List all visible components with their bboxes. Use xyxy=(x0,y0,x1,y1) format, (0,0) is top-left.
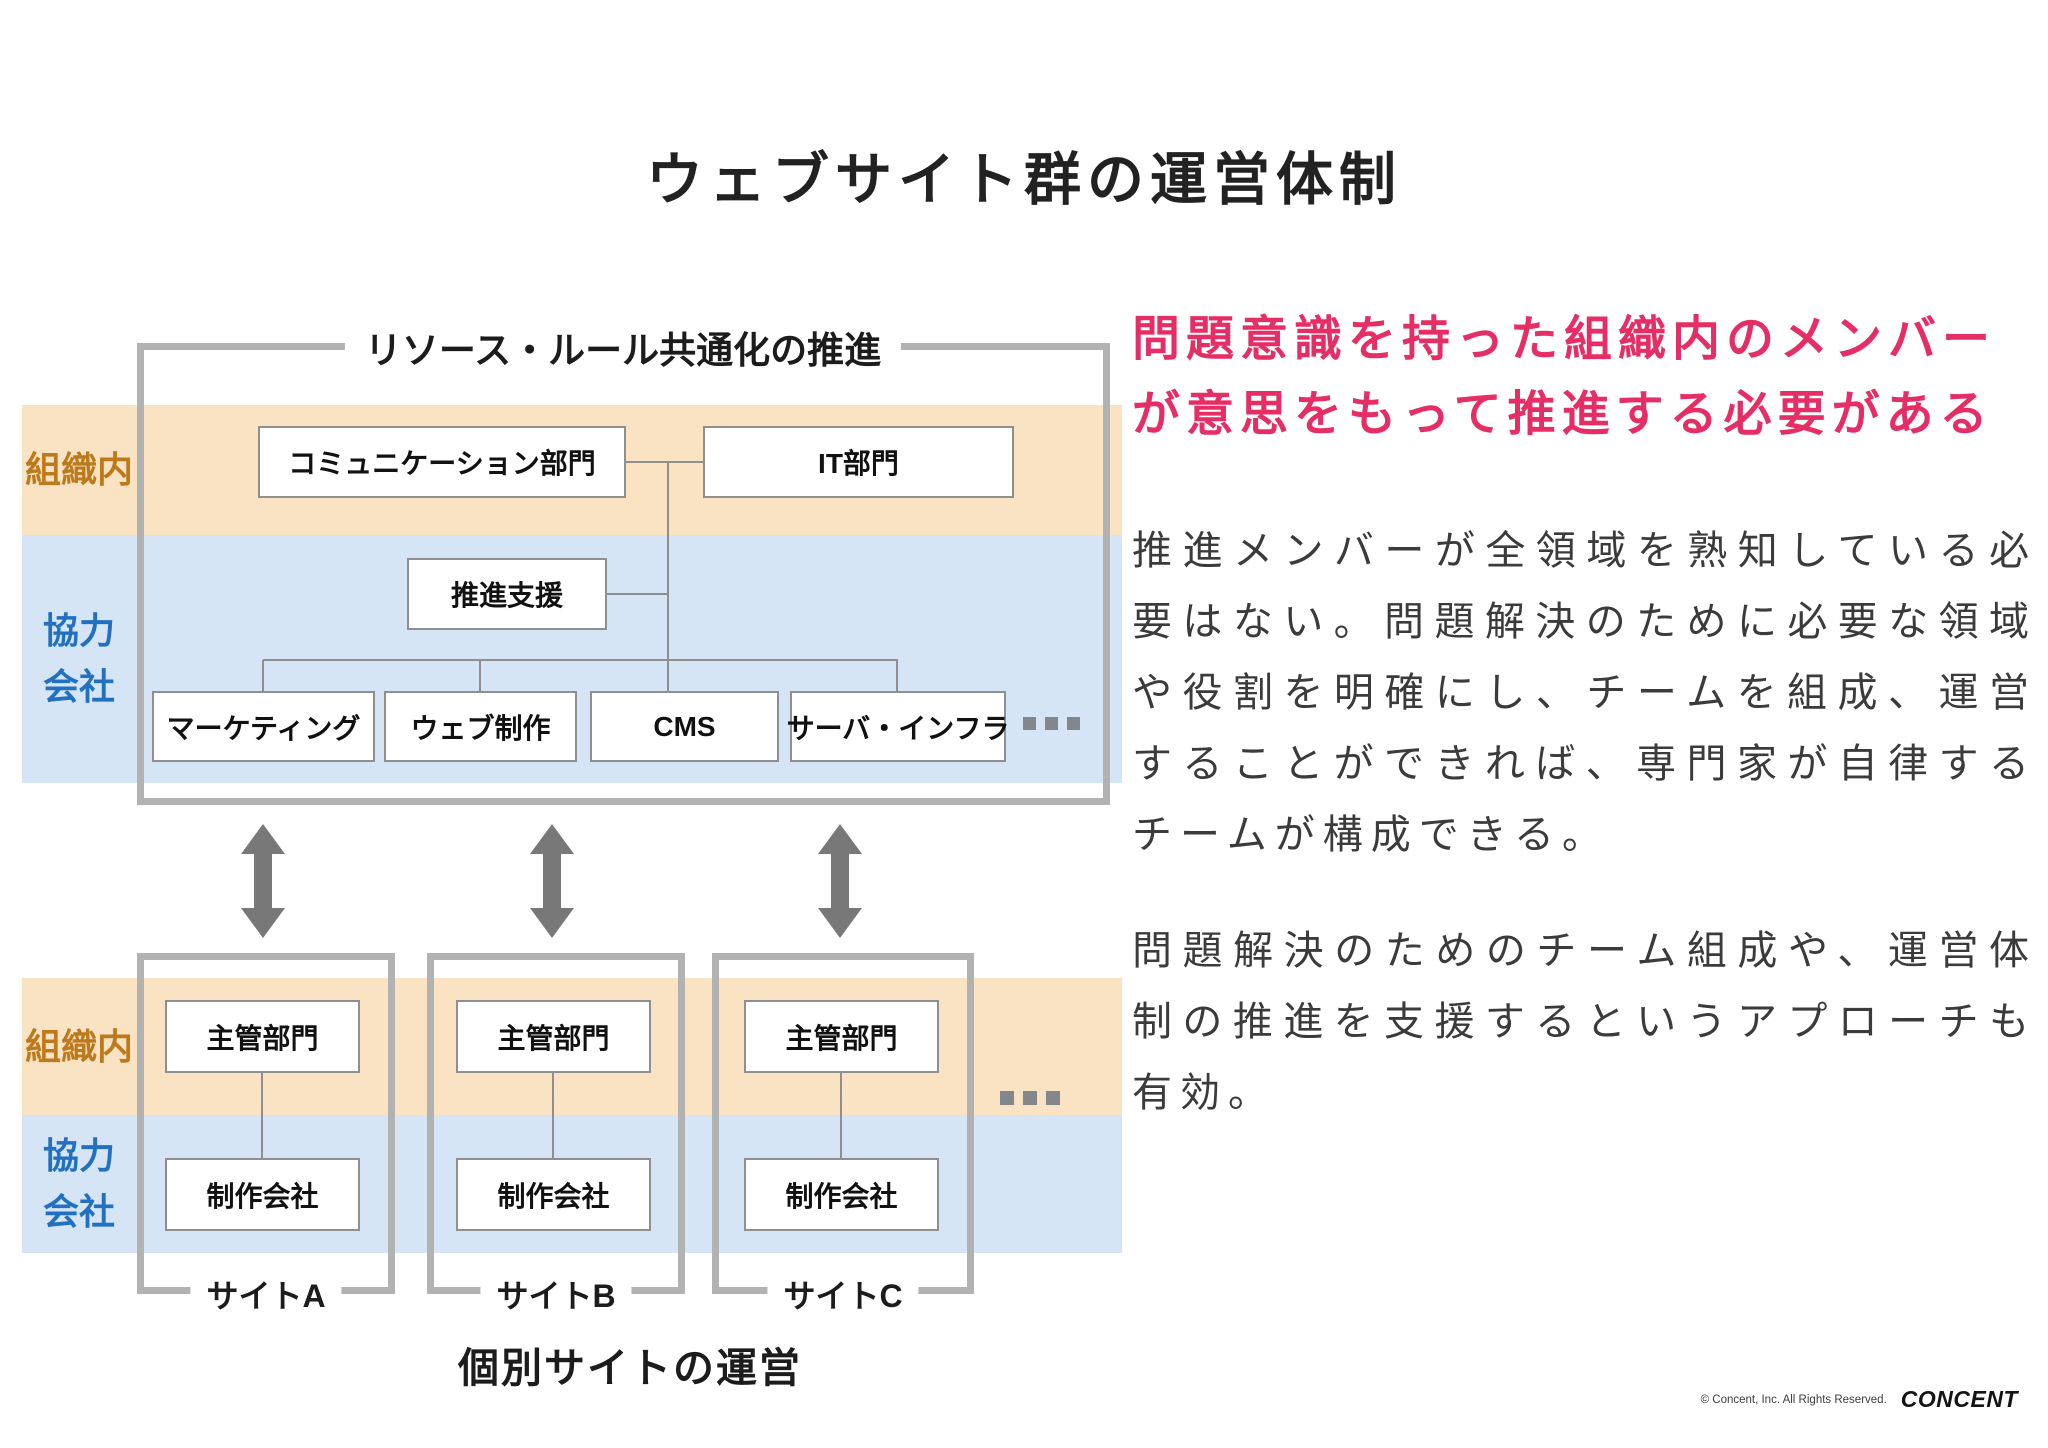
partner-label-line1: 協力 xyxy=(42,1135,115,1177)
key-message: 問題意識を持った組織内のメンバー が意思をもって推進する必要がある xyxy=(1132,302,2042,452)
sites-caption: 個別サイトの運営 xyxy=(458,1345,802,1391)
copyright-text: © Concent, Inc. All Rights Reserved. xyxy=(1700,1393,1887,1406)
node-cms: CMS xyxy=(590,691,779,762)
lower-partner-band-label: 協力 会社 xyxy=(22,1115,136,1253)
site-b-label: サイトB xyxy=(480,1271,632,1317)
site-a-label: サイトA xyxy=(190,1271,342,1317)
connector-line xyxy=(626,461,703,463)
bidirectional-arrow-icon xyxy=(241,824,285,938)
upper-partner-band-label: 協力 会社 xyxy=(22,535,136,783)
node-communication-dept: コミュニケーション部門 xyxy=(258,426,626,498)
connector-line xyxy=(552,1073,554,1158)
connector-line xyxy=(263,659,898,661)
partner-label-line1: 協力 xyxy=(42,610,115,652)
node-promotion-support: 推進支援 xyxy=(407,558,607,630)
concent-logo: CONCENT xyxy=(1900,1386,2018,1412)
connector-line xyxy=(479,660,481,691)
commentary-paragraph-2: 問題解決のためのチーム組成や、運営体制の推進を支援するというアプローチも有効。 xyxy=(1132,929,2037,1115)
site-a-vendor-node: 制作会社 xyxy=(165,1158,360,1231)
node-marketing: マーケティング xyxy=(152,691,375,762)
connector-line xyxy=(261,1073,263,1158)
lower-internal-band-label: 組織内 xyxy=(24,1025,133,1067)
partner-label-line2: 会社 xyxy=(42,666,115,707)
shared-operation-frame-title: リソース・ルール共通化の推進 xyxy=(344,320,902,374)
upper-internal-band-label: 組織内 xyxy=(24,449,133,491)
bidirectional-arrow-icon xyxy=(818,824,862,938)
key-message-line2: が意思をもって推進する必要がある xyxy=(1132,388,1994,441)
node-web-production: ウェブ制作 xyxy=(384,691,577,762)
connector-line xyxy=(896,660,898,691)
connector-line xyxy=(840,1073,842,1158)
connector-line xyxy=(606,593,667,595)
site-a-dept-node: 主管部門 xyxy=(165,1000,360,1073)
key-message-line1: 問題意識を持った組織内のメンバー xyxy=(1132,313,1997,366)
partner-label-line2: 会社 xyxy=(42,1191,115,1232)
site-c-vendor-node: 制作会社 xyxy=(744,1158,939,1231)
connector-line xyxy=(667,462,669,691)
ellipsis-icon xyxy=(1023,717,1080,730)
node-it-dept: IT部門 xyxy=(703,426,1014,498)
site-c-label: サイトC xyxy=(767,1271,919,1317)
ellipsis-icon xyxy=(1000,1091,1060,1105)
footer: © Concent, Inc. All Rights Reserved. CON… xyxy=(1701,1386,2018,1413)
page-title: ウェブサイト群の運営体制 xyxy=(646,148,1402,212)
bidirectional-arrow-icon xyxy=(530,824,574,938)
site-b-dept-node: 主管部門 xyxy=(456,1000,651,1073)
connector-line xyxy=(262,660,264,691)
site-b-vendor-node: 制作会社 xyxy=(456,1158,651,1231)
commentary-paragraph-1: 推進メンバーが全領域を熟知している必要はない。問題解決のために必要な領域や役割を… xyxy=(1132,529,2037,857)
site-c-dept-node: 主管部門 xyxy=(744,1000,939,1073)
node-server-infra: サーバ・インフラ xyxy=(787,691,1009,762)
